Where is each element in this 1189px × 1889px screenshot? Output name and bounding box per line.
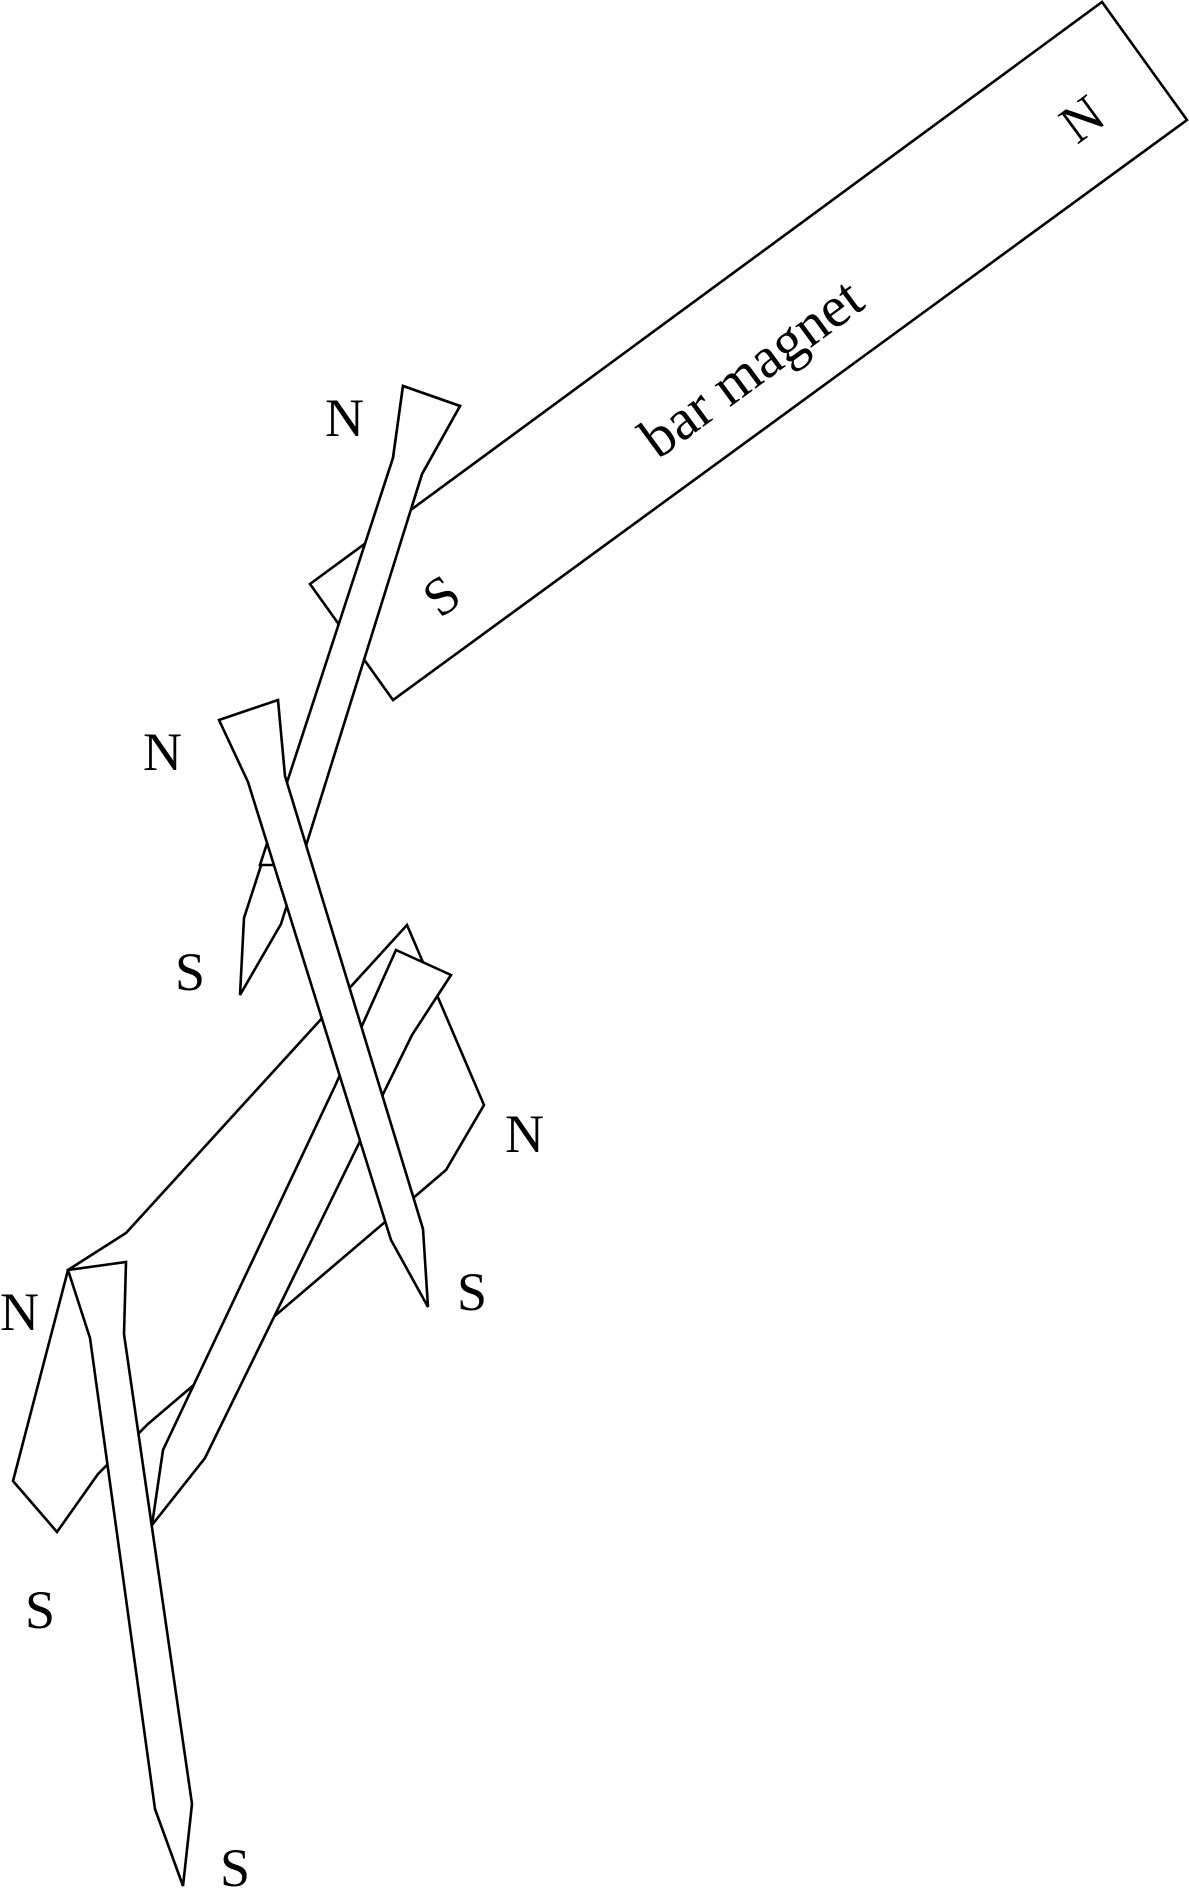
nail-5-head-label: N [505,1104,544,1164]
nail-6-body [66,1260,194,1887]
nail-3-head-label: N [143,722,182,782]
nail-3-body [217,698,430,1308]
nail-6-tip-label: S [220,1838,250,1889]
bar-magnet-body [308,0,1189,702]
nail-2-head-label: N [325,388,364,448]
bar-magnet: bar magnet N S [308,0,1189,702]
nail-3-tip-label: S [457,1262,487,1322]
nail-3: N S [143,698,487,1322]
nail-5-tip-label: S [25,1580,55,1640]
nail-6: N S [0,1260,250,1889]
nail-6-head-label: N [0,1282,39,1342]
nail-2-tip-label: S [175,942,205,1002]
